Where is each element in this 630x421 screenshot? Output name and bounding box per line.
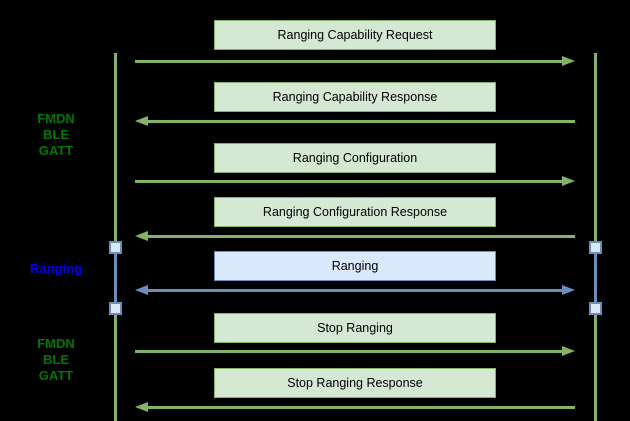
arrowhead-left-icon xyxy=(135,231,148,241)
message-box-ranging: Ranging xyxy=(214,251,496,281)
phase-label-ranging: Ranging xyxy=(0,261,112,277)
arrow-ranging-capability-response xyxy=(135,116,575,127)
message-label: Stop Ranging Response xyxy=(287,376,423,390)
activation-square xyxy=(109,241,122,254)
message-label: Ranging Capability Request xyxy=(277,28,433,42)
lifeline-left-ranging-segment xyxy=(114,247,117,308)
arrowhead-right-icon xyxy=(562,176,575,186)
arrow-ranging-configuration-response xyxy=(135,231,575,242)
message-label: Ranging Configuration Response xyxy=(262,205,448,219)
lifeline-right-ranging-segment xyxy=(594,247,597,308)
arrow-shaft xyxy=(146,289,564,292)
message-label: Ranging Configuration xyxy=(292,151,418,165)
message-label: Ranging Capability Response xyxy=(272,90,438,104)
lifeline-left xyxy=(114,53,117,421)
arrowhead-left-icon xyxy=(135,402,148,412)
phase-label-line: BLE xyxy=(43,352,69,367)
arrow-ranging-capability-request xyxy=(135,56,575,67)
activation-square xyxy=(109,302,122,315)
message-box-ranging-capability-response: Ranging Capability Response xyxy=(214,82,496,112)
arrow-shaft xyxy=(135,180,564,183)
arrow-ranging-bidirectional xyxy=(135,285,575,296)
arrowhead-right-icon xyxy=(562,285,575,295)
arrow-stop-ranging xyxy=(135,346,575,357)
message-box-ranging-configuration-response: Ranging Configuration Response xyxy=(214,197,496,227)
arrow-ranging-configuration xyxy=(135,176,575,187)
phase-label-line: Ranging xyxy=(30,261,82,276)
phase-label-fmdn-ble-gatt-bottom: FMDN BLE GATT xyxy=(0,336,112,384)
arrowhead-left-icon xyxy=(135,285,148,295)
phase-label-line: GATT xyxy=(38,143,74,158)
arrowhead-left-icon xyxy=(135,116,148,126)
message-box-ranging-configuration: Ranging Configuration xyxy=(214,143,496,173)
message-label: Stop Ranging xyxy=(317,321,393,335)
phase-label-fmdn-ble-gatt-top: FMDN BLE GATT xyxy=(0,111,112,159)
message-box-ranging-capability-request: Ranging Capability Request xyxy=(214,20,496,50)
phase-label-line: GATT xyxy=(38,368,74,383)
arrowhead-right-icon xyxy=(562,56,575,66)
arrowhead-right-icon xyxy=(562,346,575,356)
message-box-stop-ranging-response: Stop Ranging Response xyxy=(214,368,496,398)
activation-square xyxy=(589,241,602,254)
arrow-shaft xyxy=(135,350,564,353)
arrow-stop-ranging-response xyxy=(135,402,575,413)
arrow-shaft xyxy=(146,235,575,238)
phase-label-line: FMDN xyxy=(37,336,75,351)
lifeline-right xyxy=(594,53,597,421)
phase-label-line: FMDN xyxy=(37,111,75,126)
arrow-shaft xyxy=(135,60,564,63)
activation-square xyxy=(589,302,602,315)
arrow-shaft xyxy=(146,120,575,123)
message-label: Ranging xyxy=(331,259,379,273)
phase-label-line: BLE xyxy=(43,127,69,142)
message-box-stop-ranging: Stop Ranging xyxy=(214,313,496,343)
arrow-shaft xyxy=(146,406,575,409)
